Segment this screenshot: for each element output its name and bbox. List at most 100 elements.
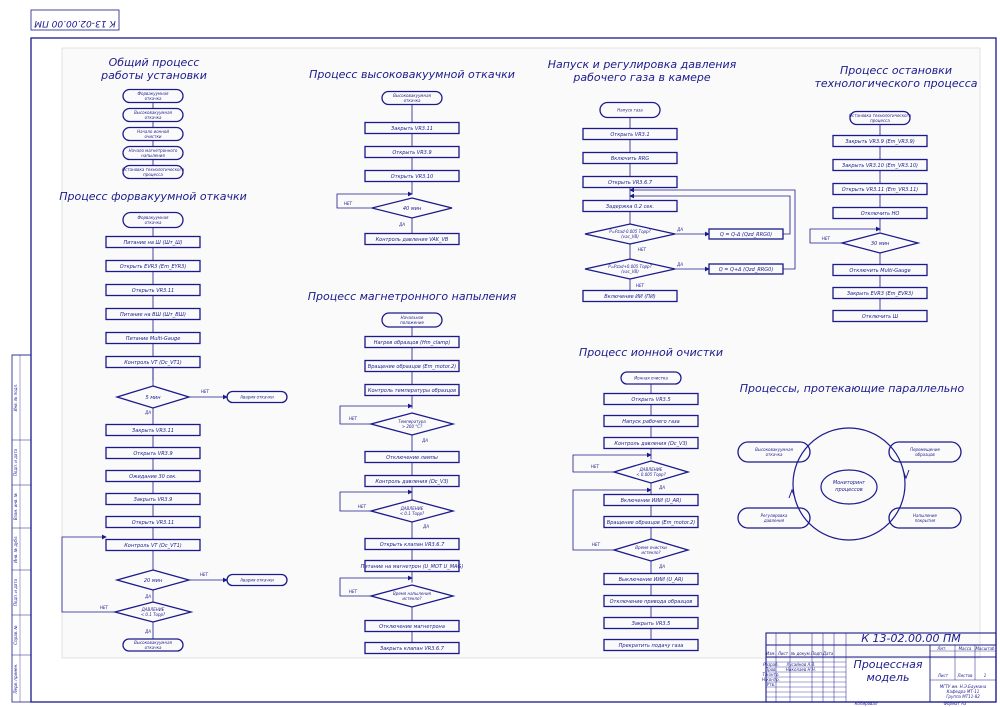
stamp-sheets-value: 1 xyxy=(984,673,987,678)
terminal-label: Остановка технологического xyxy=(849,113,912,118)
side-label: Взам. инв. № xyxy=(13,493,18,520)
connector xyxy=(629,193,791,235)
process-label: Напуск рабочего газа xyxy=(622,419,680,425)
terminal-label: напыления xyxy=(141,153,165,158)
side-label: Подп. и дата xyxy=(13,578,18,606)
decision-label: ДАВЛЕНИЕ xyxy=(400,506,424,511)
decision-label: 20 мин xyxy=(144,578,163,584)
stamp-doc-name: модель xyxy=(867,671,910,684)
process-label: Открыть VR3.5 xyxy=(631,397,670,403)
gas-title: рабочего газа в камере xyxy=(572,71,711,84)
stamp-row-head: Утв. xyxy=(767,682,775,687)
process-label: Отключение магнетрона xyxy=(379,624,445,630)
process-label: Контроль давления (Dc_V3) xyxy=(375,479,448,485)
process-label: Открыть VR3.10 xyxy=(391,174,433,180)
terminal-label: очистки xyxy=(145,134,162,139)
cycle-arrow xyxy=(788,488,796,499)
stamp-col-head: Подп. xyxy=(811,651,823,656)
stamp-org: Группа МТ11-82 xyxy=(946,694,980,699)
stamp-row-head: Пров. xyxy=(765,667,777,672)
no-label: НЕТ xyxy=(638,247,647,252)
stamp-col-scale: Масштаб xyxy=(975,646,995,651)
process-label: Закрыть VR3.5 xyxy=(632,621,671,627)
yes-label: ДА xyxy=(422,524,429,529)
decision-label: ДАВЛЕНИЕ xyxy=(141,607,165,612)
side-label: Инв. № дубл. xyxy=(13,535,18,562)
top-stamp-code: К 13-02.00.00 ПМ xyxy=(34,18,116,28)
process-label: Питание на ВШ (Шт_ВШ) xyxy=(120,312,186,318)
terminal-label: Остановка технологического xyxy=(122,167,185,172)
parallel-node xyxy=(888,441,962,463)
terminal-label: Начало ионной xyxy=(137,129,169,134)
decision-label: истекло? xyxy=(641,550,661,555)
decision-label: 40 мин xyxy=(403,206,422,212)
process-label: Закрыть VR3.9 (Em_VR3.9) xyxy=(845,139,915,145)
general-step xyxy=(122,164,184,180)
process-label: Питание на магнетрон (U_MOT U_MAG) xyxy=(361,564,464,570)
process-label: Открыть VR3.9 xyxy=(133,451,172,457)
process-label: Контроль давления (Dc_V3) xyxy=(614,441,687,447)
process-label: Отключить Ш xyxy=(862,314,899,320)
connector xyxy=(572,452,652,473)
parallel-node-label: покрытия xyxy=(915,518,936,523)
process-label: Вращение образцов (Em_motor.2) xyxy=(368,364,456,370)
process-label: Открыть VR3.9 xyxy=(392,150,431,156)
process-label: Отключить НО xyxy=(861,211,900,217)
process-label: Открыть VR3.1 xyxy=(610,132,649,138)
stamp-org: МГТУ им. Н.Э.Баумана xyxy=(940,684,987,689)
parallel-node-label: Высоковакуумная xyxy=(755,447,793,452)
ion-step-3 xyxy=(603,638,699,652)
terminal-label: откачка xyxy=(145,220,162,225)
terminal-label: Напуск газа xyxy=(617,108,643,113)
monitoring-label: Мониторинг xyxy=(833,480,866,486)
stop-title: технологического процесса xyxy=(815,77,978,90)
process-label: Выключение ИИИ (U_AR) xyxy=(619,577,684,583)
process-label: Закрыть VR3.10 (Em_VR3.10) xyxy=(842,163,918,169)
connector xyxy=(339,575,413,597)
decision-label: < 0.1 Торр? xyxy=(141,612,166,617)
decision-label: ДАВЛЕНИЕ xyxy=(639,467,663,472)
connector xyxy=(339,403,413,425)
process-label: Задержка 0.2 сек. xyxy=(606,204,654,210)
process-label: Q = Q+Δ (Qzd_RRG0) xyxy=(719,267,774,273)
stamp-col-mass: Масса xyxy=(959,646,972,651)
process-label: Открыть VR3.11 xyxy=(132,520,174,526)
stamp-copied: Копировал xyxy=(855,701,878,706)
terminal-label: Высоковакуумная xyxy=(134,110,172,115)
general-title: Общий процесс xyxy=(109,56,200,69)
stamp-col-head: Дата xyxy=(822,651,834,656)
monitoring-label: процессов xyxy=(835,487,863,493)
process-label: Отключение лампы xyxy=(386,455,438,461)
process-label: Нагрев образцов (Hm_clamp) xyxy=(374,340,451,346)
terminal-label: Начало магнетронного xyxy=(129,148,178,153)
process-label: Питание Multi-Gauge xyxy=(126,336,181,342)
connector xyxy=(339,489,413,512)
stamp-format: Формат A3 xyxy=(944,701,967,706)
stamp-org: Кафедра МТ-11 xyxy=(947,689,980,694)
yes-label: ДА xyxy=(144,410,151,415)
mag-step-4 xyxy=(364,641,460,655)
terminal-label: Ионная очистка xyxy=(634,376,668,381)
parallel-node xyxy=(737,441,811,463)
process-label: Отключение привода образцов xyxy=(610,599,693,605)
terminal-label: Форвакуумная xyxy=(138,91,169,96)
terminal-label: откачка xyxy=(404,98,421,103)
title-block: К 13-02.00.00 ПМПроцесснаямодельЛит.Масс… xyxy=(762,632,997,706)
connector xyxy=(61,534,115,613)
decision-label: > 200 °C? xyxy=(402,424,423,429)
connector xyxy=(629,187,796,270)
decision-label: < 0.1 Торр? xyxy=(400,511,425,516)
side-label: Подп. и дата xyxy=(13,448,18,476)
yes-label: ДА xyxy=(144,594,151,599)
process-label: Закрыть клапан VR3.6.7 xyxy=(380,646,445,652)
process-label: Вращение образцов (Em_motor.2) xyxy=(607,520,695,526)
process-label: Открыть EVR3 (Em_EYR3) xyxy=(120,264,187,270)
process-label: Питание на Ш (Шт_Ш) xyxy=(123,240,182,246)
yes-label: ДА xyxy=(144,629,151,634)
decision-label: Время напыления xyxy=(393,591,432,596)
no-label: НЕТ xyxy=(200,572,209,577)
cycle-arrow xyxy=(902,469,910,480)
connector xyxy=(809,226,881,244)
